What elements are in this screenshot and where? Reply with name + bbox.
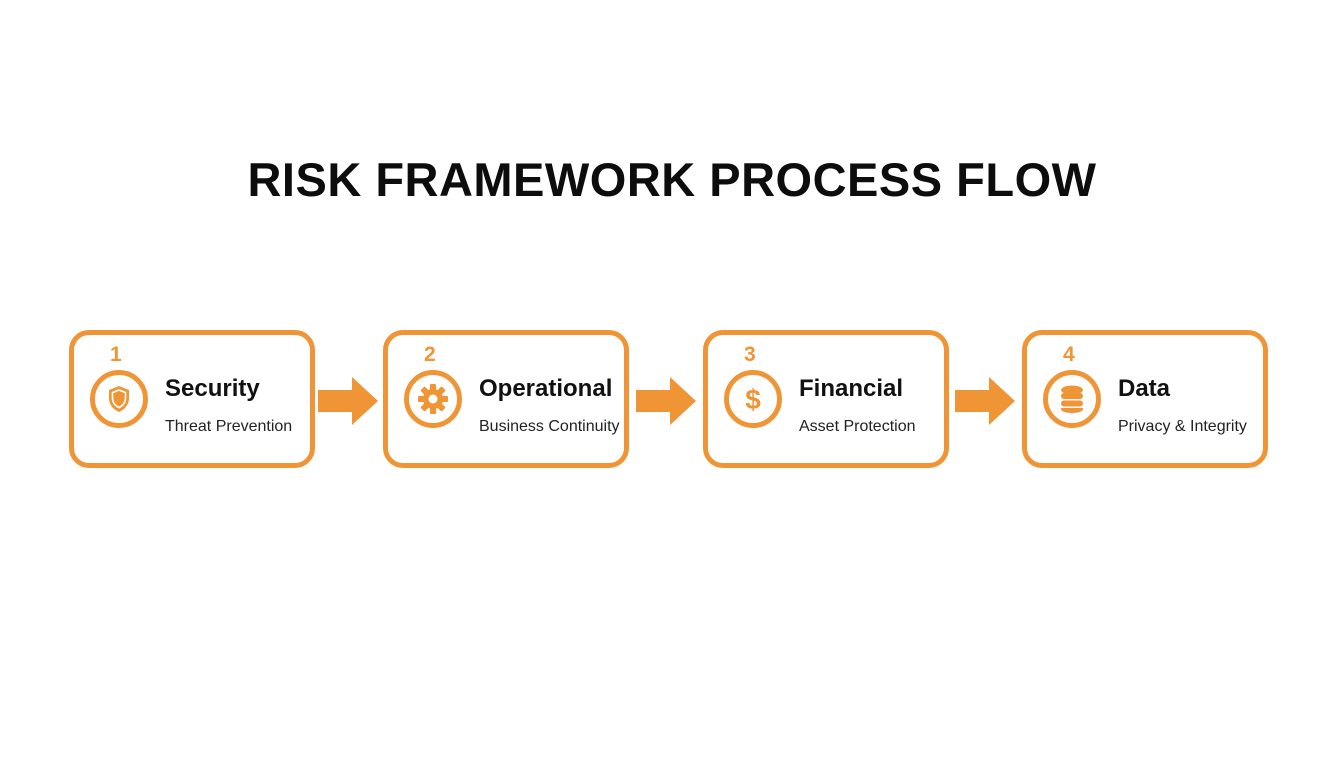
step-number: 2	[424, 343, 436, 366]
step-number: 3	[744, 343, 756, 366]
step-title: Financial	[799, 375, 904, 402]
step-title: Operational	[479, 375, 613, 402]
dollar-icon: $	[745, 384, 761, 415]
step-subtitle: Asset Protection	[799, 418, 916, 435]
step-card-data: 4 Data Privacy & Integrity	[1022, 330, 1268, 468]
step-number: 4	[1063, 343, 1075, 366]
svg-text:$: $	[745, 384, 761, 415]
step-subtitle: Threat Prevention	[165, 418, 293, 435]
icon-ring	[1043, 370, 1101, 428]
step-card-financial: 3 $ Financial Asset Protection	[703, 330, 949, 468]
icon-ring	[90, 370, 148, 428]
shield-icon	[109, 386, 129, 412]
flow-arrow	[318, 377, 378, 425]
flow-arrow	[955, 377, 1015, 425]
diagram-title: RISK FRAMEWORK PROCESS FLOW	[247, 153, 1097, 206]
icon-ring: $	[724, 370, 782, 428]
step-card-security: 1 Security Threat Prevention	[69, 330, 315, 468]
step-title: Security	[165, 375, 260, 402]
gear-icon	[418, 384, 448, 414]
step-subtitle: Business Continuity	[479, 418, 620, 435]
flow-arrow	[636, 377, 696, 425]
step-card-operational: 2 Operational Business Continuity	[383, 330, 629, 468]
step-title: Data	[1118, 375, 1171, 402]
step-number: 1	[110, 343, 122, 366]
icon-ring	[404, 370, 462, 428]
step-subtitle: Privacy & Integrity	[1118, 418, 1247, 435]
database-icon	[1061, 385, 1083, 413]
